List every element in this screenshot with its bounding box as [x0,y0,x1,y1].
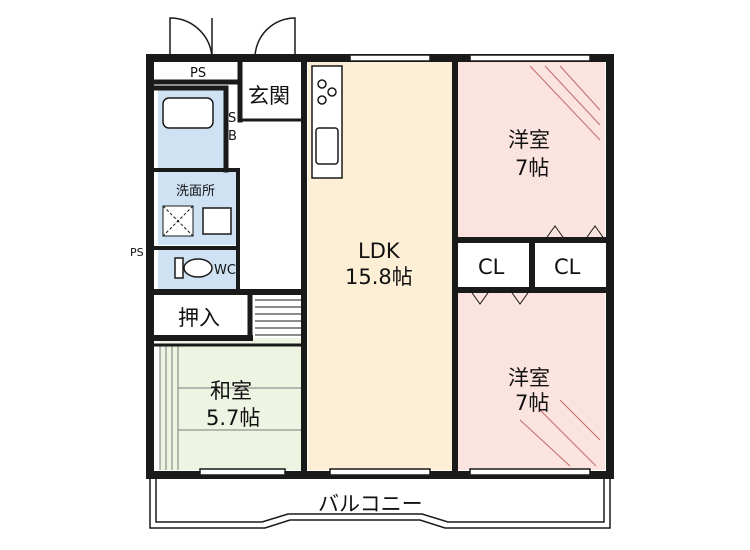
yoshitsu2-name: 洋室 [508,366,550,390]
sink [202,207,232,235]
entrance-doors [169,17,296,59]
ps-side-label: PS [130,246,144,259]
closet-doors [469,225,606,305]
cl1-label: CL [478,255,505,279]
entrance-label: 玄関 [248,84,290,108]
ps-top-label: PS [190,66,206,81]
windows [199,54,591,476]
yoshitsu2-size: 7帖 [515,391,549,415]
hatch-lines [519,65,601,467]
step-lines [255,299,302,336]
balcony-label: バルコニー [318,492,423,516]
wc-label: WC [214,263,236,278]
balcony [149,478,611,529]
washroom-label: 洗面所 [176,184,215,199]
washitsu-size: 5.7帖 [206,406,260,430]
kitchen-counter [311,65,343,179]
washitsu-name: 和室 [210,379,252,403]
sb-b-label: B [228,129,237,144]
yoshitsu1-size: 7帖 [515,156,549,180]
japanese-room [160,338,305,470]
cl2-label: CL [554,255,581,279]
ldk-name: LDK [358,239,401,263]
toilet [174,257,213,279]
western-room-1 [455,62,605,237]
yoshitsu1-name: 洋室 [508,128,550,152]
bathtub [162,97,214,129]
tatami-lines [159,345,303,470]
western-room-2 [455,292,605,470]
oshiire-label: 押入 [178,306,220,330]
washer-pan [162,205,194,237]
sb-s-label: S [228,111,236,126]
ldk-size: 15.8帖 [345,265,413,289]
